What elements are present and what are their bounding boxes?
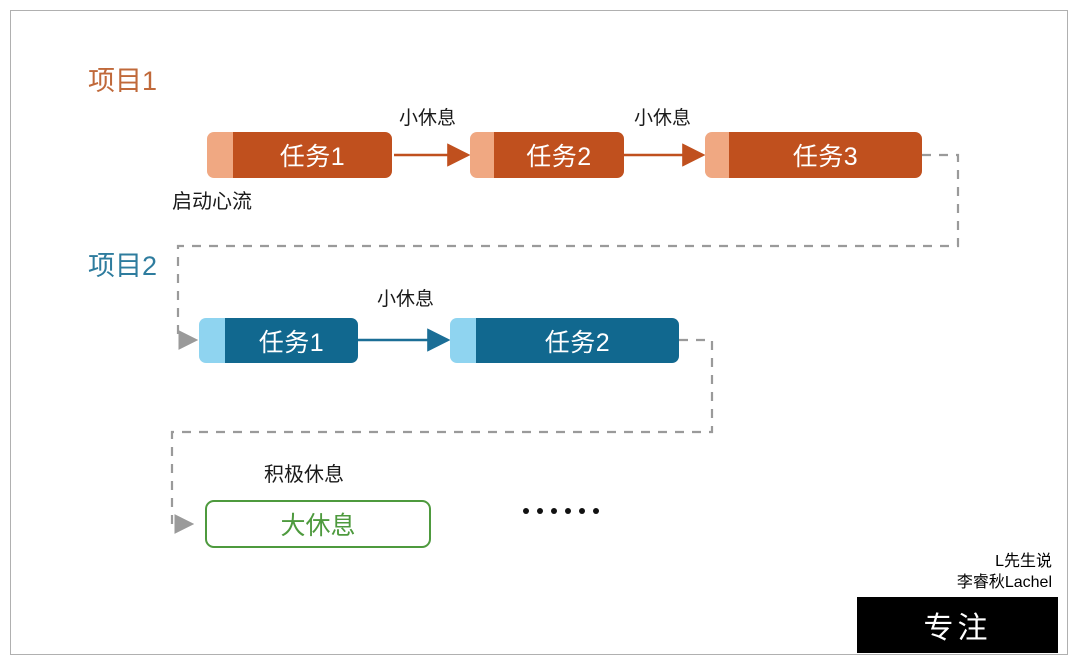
ellipsis-dot — [579, 508, 585, 514]
author-handle: L先生说 — [995, 553, 1052, 570]
task-label: 任务2 — [544, 328, 611, 357]
project-1-task-1[interactable]: 任务1 — [207, 132, 392, 178]
ellipsis-dot — [537, 508, 543, 514]
task-label: 任务3 — [792, 143, 859, 171]
task-body: 任务2 — [494, 132, 624, 178]
flow-start-segment — [450, 318, 476, 363]
break-label-p2-1: 小休息 — [377, 289, 435, 310]
big-rest-label: 大休息 — [280, 512, 356, 540]
author-name: 李睿秋Lachel — [956, 574, 1052, 591]
break-label-p1-2: 小休息 — [634, 108, 692, 129]
ellipsis-dot — [523, 508, 529, 514]
big-rest-box[interactable]: 大休息 — [205, 500, 431, 548]
task-body: 任务1 — [233, 132, 392, 178]
continuation-ellipsis — [523, 508, 599, 514]
task-body: 任务3 — [729, 132, 922, 178]
active-rest-caption: 积极休息 — [264, 464, 344, 486]
ellipsis-dot — [593, 508, 599, 514]
slide-border — [10, 10, 1068, 655]
project-2-task-2[interactable]: 任务2 — [450, 318, 679, 363]
flow-start-segment — [470, 132, 494, 178]
brand-label: 专注 — [923, 612, 992, 645]
task-body: 任务1 — [225, 318, 358, 363]
brand-badge: 专注 — [857, 597, 1058, 653]
flow-start-caption: 启动心流 — [172, 191, 252, 213]
project-1-label: 项目1 — [88, 66, 158, 96]
task-label: 任务1 — [258, 328, 325, 357]
project-2-task-1[interactable]: 任务1 — [199, 318, 358, 363]
ellipsis-dot — [551, 508, 557, 514]
project-2-label: 项目2 — [88, 251, 158, 281]
project-1-task-2[interactable]: 任务2 — [470, 132, 624, 178]
flow-start-segment — [207, 132, 233, 178]
task-body: 任务2 — [476, 318, 679, 363]
flow-start-segment — [705, 132, 729, 178]
break-label-p1-1: 小休息 — [399, 108, 457, 129]
project-1-task-3[interactable]: 任务3 — [705, 132, 922, 178]
ellipsis-dot — [565, 508, 571, 514]
task-label: 任务2 — [526, 143, 592, 171]
task-label: 任务1 — [279, 143, 346, 171]
flow-start-segment — [199, 318, 225, 363]
